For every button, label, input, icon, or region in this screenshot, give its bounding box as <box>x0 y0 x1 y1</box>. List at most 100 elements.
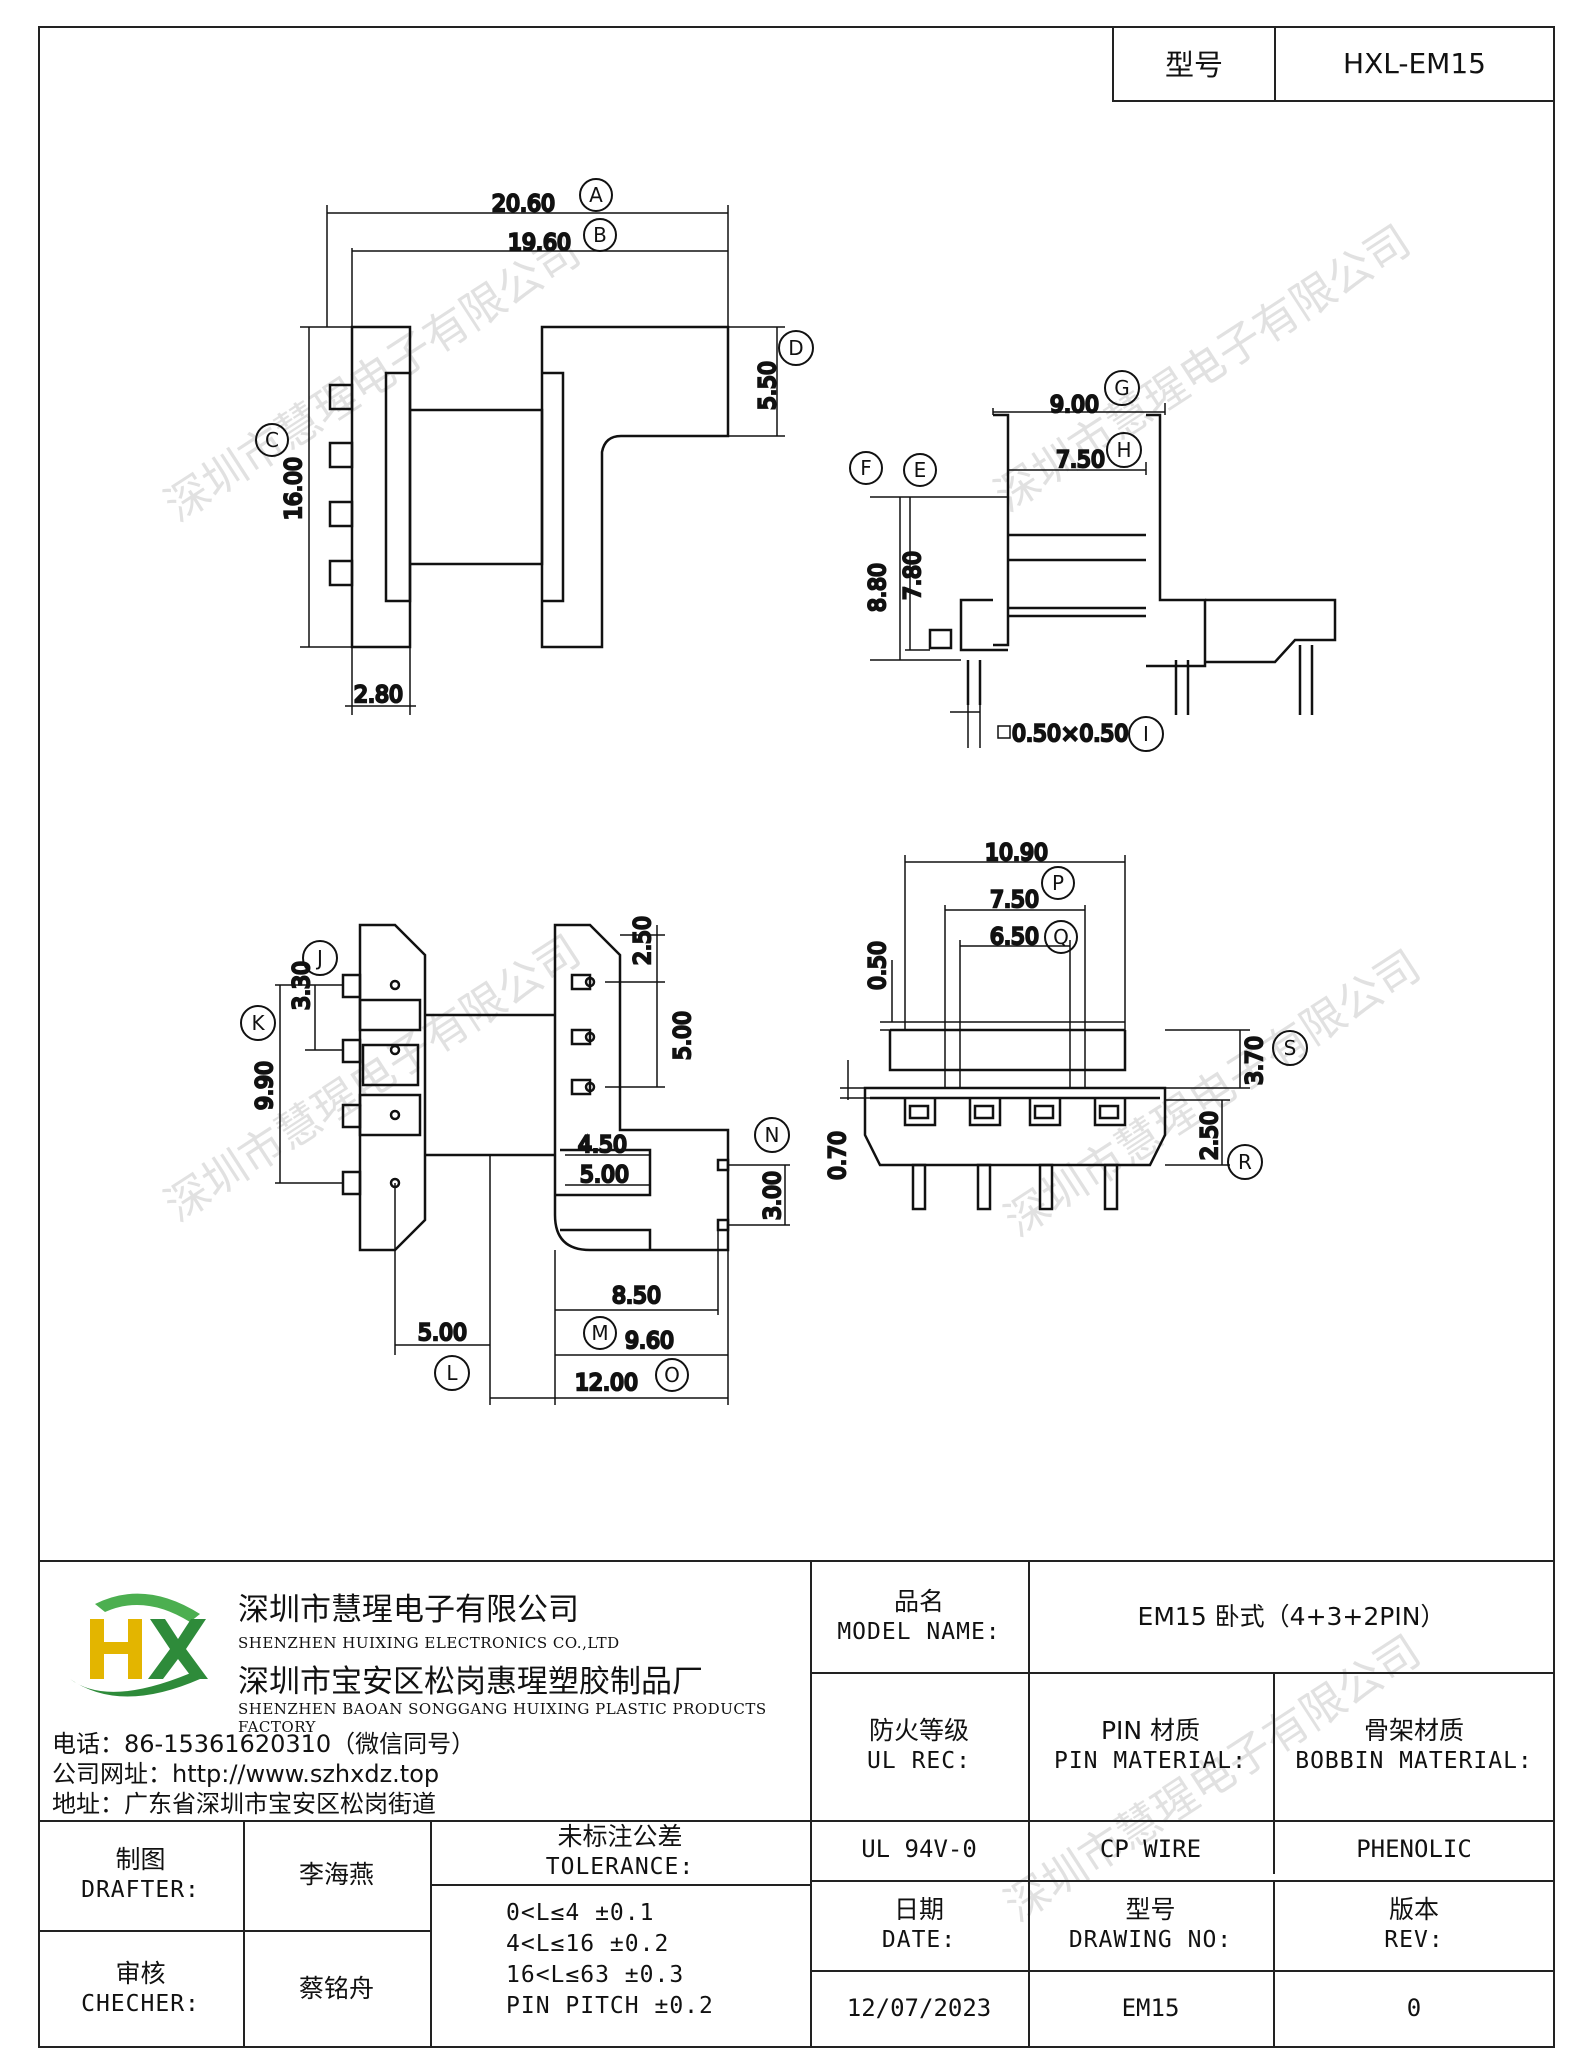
dim-2-80: 2.80 <box>354 683 403 708</box>
dim-N: 3.00 <box>761 1171 786 1220</box>
label-S: S <box>1284 1036 1297 1060</box>
label-I: I <box>1143 722 1149 746</box>
label-B-circle <box>583 218 617 252</box>
dim-S: 3.70 <box>1243 1036 1268 1085</box>
label-K-circle <box>240 1005 276 1041</box>
dim-0-50: 0.50 <box>866 941 891 990</box>
label-H: H <box>1116 438 1131 462</box>
drawing-frame <box>38 26 1555 2048</box>
dim-R: 2.50 <box>1198 1111 1223 1160</box>
model-value: HXL-EM15 <box>1343 46 1486 80</box>
label-E: E <box>914 458 927 482</box>
dim-H: 7.50 <box>1056 448 1105 473</box>
dim-Q: 6.50 <box>990 925 1039 950</box>
label-P-circle <box>1041 866 1075 900</box>
label-P: P <box>1052 871 1064 895</box>
label-N: N <box>765 1123 780 1147</box>
tolerance-row: 16<L≤63 ±0.3 <box>506 1962 685 1988</box>
dim-2-50: 2.50 <box>631 916 656 965</box>
label-D: D <box>788 336 803 360</box>
label-L-circle <box>434 1355 470 1391</box>
drafter-value: 李海燕 <box>298 1859 374 1889</box>
bobbin-material-value: PHENOLIC <box>1356 1835 1472 1864</box>
reference-labels <box>240 178 1308 1392</box>
tolerance-label: 未标注公差 TOLERANCE: <box>545 1821 695 1881</box>
company-website: 公司网址：http://www.szhxdz.top <box>52 1760 440 1788</box>
label-F-circle <box>849 451 883 485</box>
company-name-en: SHENZHEN HUIXING ELECTRONICS CO.,LTD <box>238 1634 620 1652</box>
dim-3-30: 3.30 <box>290 961 315 1010</box>
factory-name-cn: 深圳市宝安区松岗惠瑆塑胶制品厂 <box>238 1664 703 1700</box>
model-label: 型号 <box>1114 26 1276 100</box>
pin-material-value: CP WIRE <box>1099 1835 1202 1864</box>
label-C-circle <box>255 423 289 457</box>
drawing-no-label: 型号 DRAWING NO: <box>1068 1894 1233 1954</box>
rev-value: 0 <box>1406 1994 1422 2023</box>
dim-P: 7.50 <box>990 888 1039 913</box>
rev-label: 版本 REV: <box>1384 1894 1444 1954</box>
dim-10-90: 10.90 <box>985 841 1048 866</box>
dim-C: 16.00 <box>282 457 307 520</box>
dim-L: 5.00 <box>418 1321 467 1346</box>
label-L: L <box>446 1361 458 1385</box>
label-G: G <box>1114 376 1130 400</box>
label-R-circle <box>1227 1144 1263 1180</box>
model-name-value: EM15 卧式（4+3+2PIN） <box>1137 1601 1446 1631</box>
label-F: F <box>860 456 872 480</box>
label-D-circle <box>778 330 814 366</box>
label-K: K <box>251 1011 265 1035</box>
dim-4-50: 4.50 <box>578 1133 627 1158</box>
model-name-label: 品名 MODEL NAME: <box>837 1586 1001 1646</box>
tolerance-row: PIN PITCH ±0.2 <box>506 1993 714 2019</box>
factory-name-en: SHENZHEN BAOAN SONGGANG HUIXING PLASTIC … <box>238 1700 767 1736</box>
dim-K: 9.90 <box>253 1061 278 1110</box>
label-J-circle <box>302 940 338 976</box>
top-view: 3.30 9.90 2.50 5.00 4.50 5.00 3.00 8.50 … <box>252 915 790 1405</box>
date-value: 12/07/2023 <box>846 1994 992 2023</box>
dim-I: 0.50×0.50 <box>1012 722 1128 747</box>
fire-rating-value: UL 94V-0 <box>861 1835 977 1864</box>
company-info: 深圳市慧瑆电子有限公司 SHENZHEN HUIXING ELECTRONICS… <box>38 1562 810 1820</box>
label-Q-circle <box>1044 920 1078 954</box>
label-O-circle <box>655 1358 689 1392</box>
pin-material-label: PIN 材质 PIN MATERIAL: <box>1053 1715 1247 1775</box>
dim-8-50: 8.50 <box>612 1284 661 1309</box>
tolerance-row: 4<L≤16 ±0.2 <box>506 1931 670 1957</box>
label-C: C <box>265 428 279 452</box>
drawing-no-value: EM15 <box>1121 1994 1180 2023</box>
label-M: M <box>591 1321 608 1345</box>
label-R: R <box>1238 1150 1252 1174</box>
title-block: 深圳市慧瑆电子有限公司 SHENZHEN HUIXING ELECTRONICS… <box>38 1560 1555 2048</box>
label-I-circle <box>1128 716 1164 752</box>
label-E-circle <box>903 453 937 487</box>
checker-label: 审核 CHECHER: <box>81 1958 200 2018</box>
model-box: 型号 HXL-EM15 <box>1112 26 1555 102</box>
company-logo <box>70 1593 208 1697</box>
label-Q: Q <box>1053 925 1069 949</box>
label-N-circle <box>754 1117 790 1153</box>
date-label: 日期 DATE: <box>881 1894 957 1954</box>
dim-O: 12.00 <box>575 1371 638 1396</box>
bobbin-material-label: 骨架材质 BOBBIN MATERIAL: <box>1295 1715 1533 1775</box>
company-name-cn: 深圳市慧瑆电子有限公司 <box>238 1592 579 1628</box>
label-O: O <box>664 1363 680 1387</box>
dim-E: 7.80 <box>901 551 926 600</box>
fire-rating-label: 防火等级 UL REC: <box>867 1715 971 1775</box>
technical-drawing: 20.60 19.60 16.00 5.50 2.80 <box>240 178 1337 1405</box>
side-view: 9.00 7.50 8.80 7.80 0.50×0.50 <box>865 392 1337 748</box>
company-address: 地址：广东省深圳市宝安区松岗街道 <box>52 1790 436 1818</box>
label-A: A <box>589 183 603 207</box>
end-view: 10.90 7.50 6.50 0.50 3.70 0.70 2.50 <box>825 840 1269 1211</box>
dim-M: 9.60 <box>625 1329 674 1354</box>
label-H-circle <box>1106 432 1142 468</box>
dim-D: 5.50 <box>756 361 781 410</box>
dim-5-00-h: 5.00 <box>580 1163 629 1188</box>
label-J: J <box>315 946 323 970</box>
dim-A: 20.60 <box>492 192 555 217</box>
dim-B: 19.60 <box>508 231 571 256</box>
company-phone: 电话：86-15361620310（微信同号） <box>52 1730 476 1758</box>
front-view: 20.60 19.60 16.00 5.50 2.80 <box>281 191 785 715</box>
label-S-circle <box>1272 1030 1308 1066</box>
label-G-circle <box>1104 370 1140 406</box>
label-A-circle <box>579 178 613 212</box>
